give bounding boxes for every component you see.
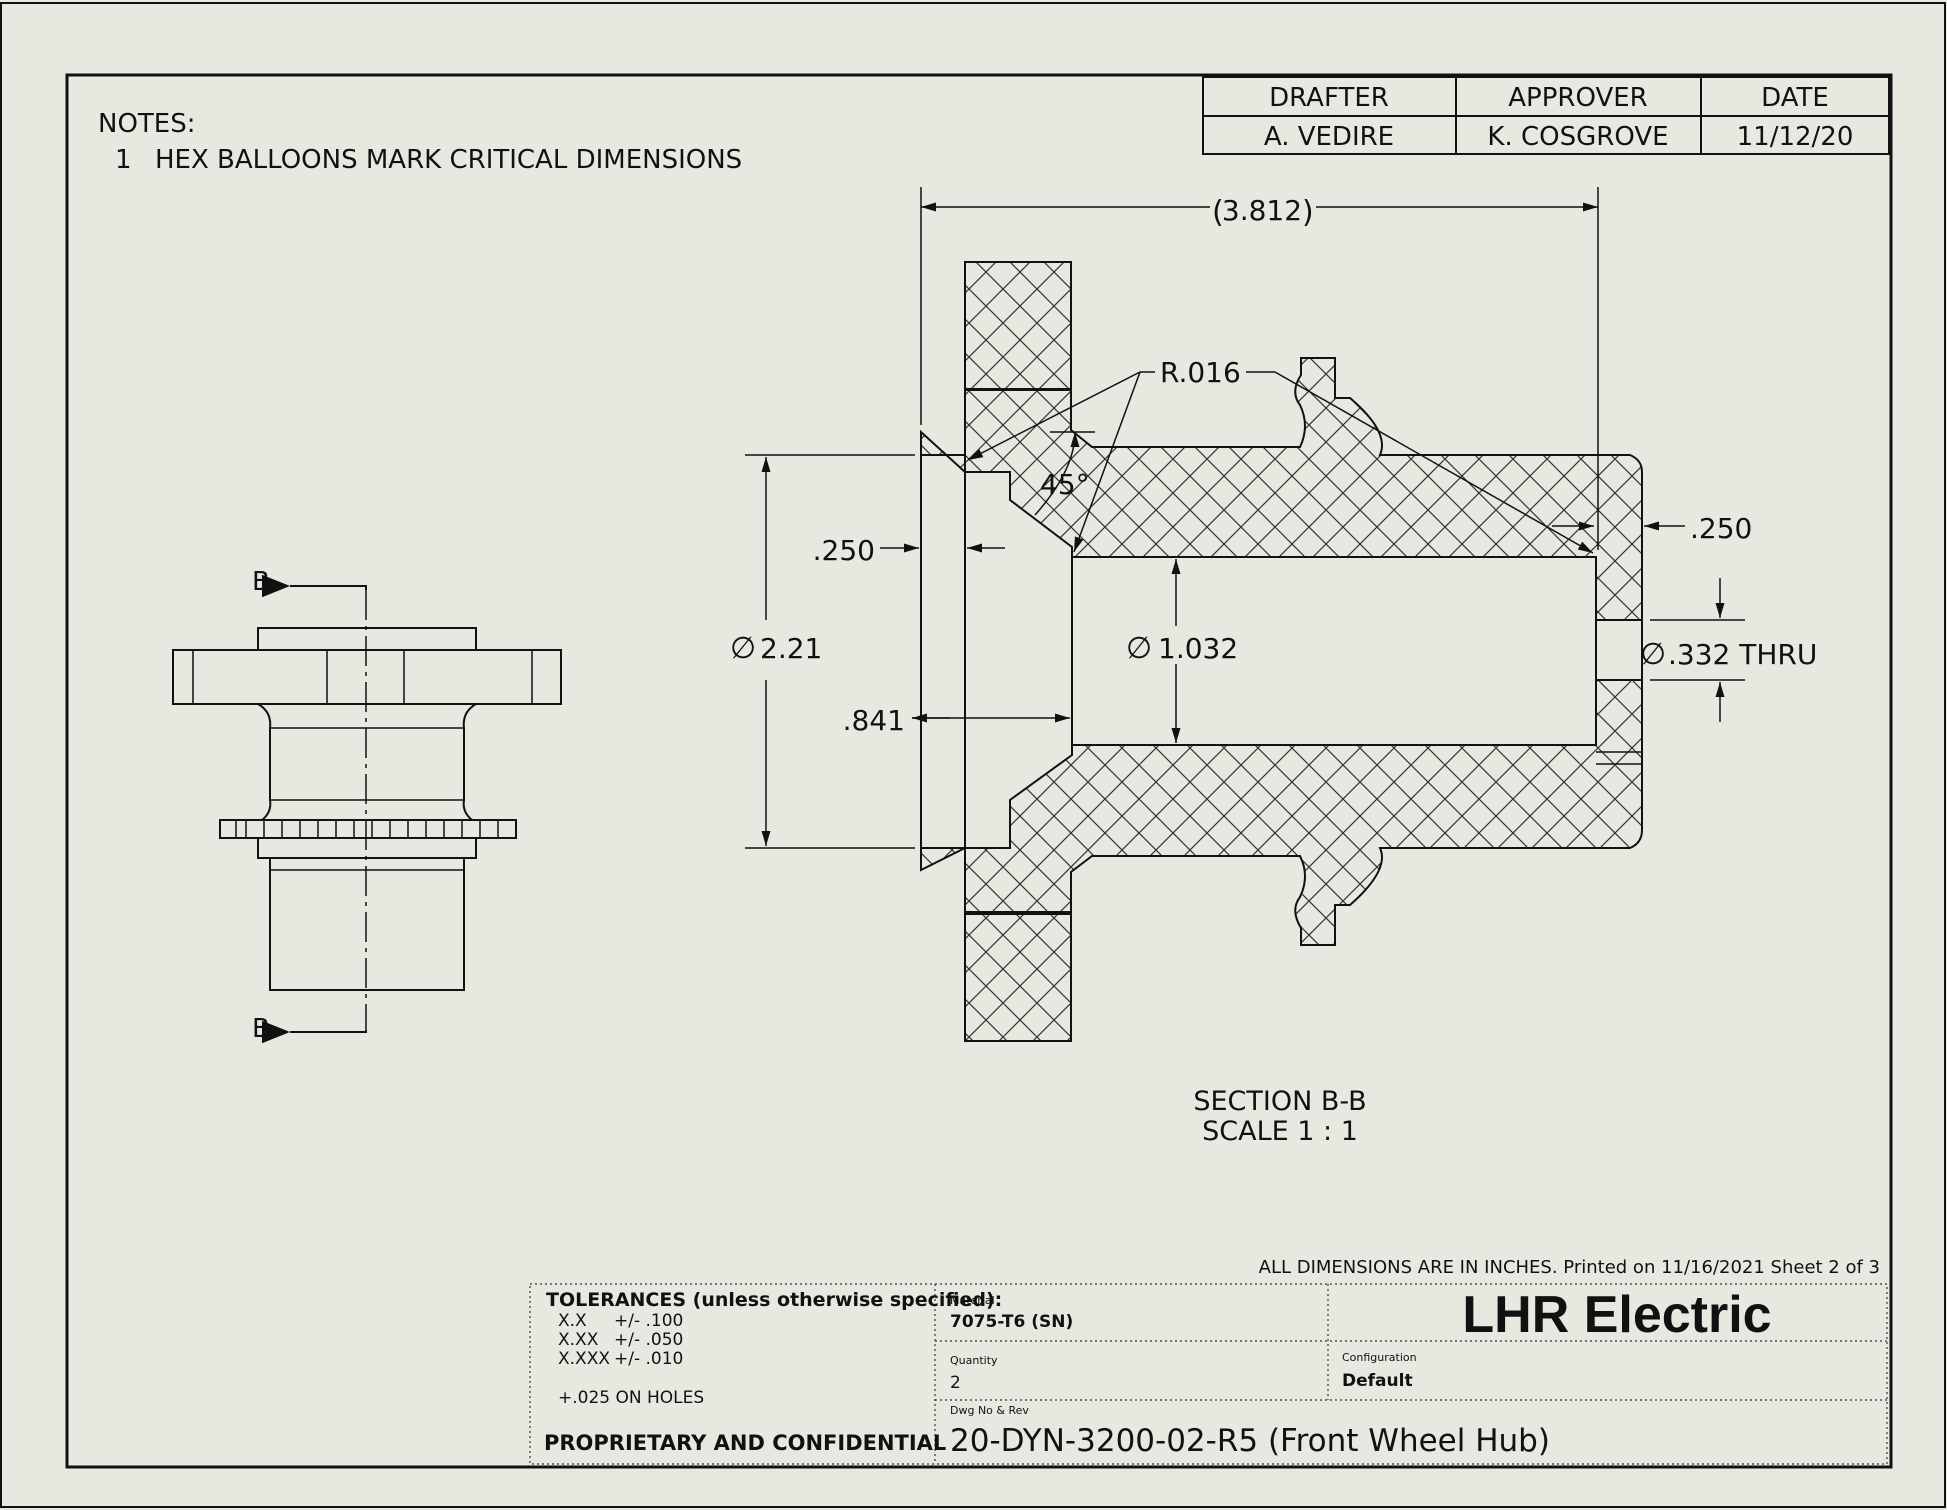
dwg-label: Dwg No & Rev [950, 1404, 1029, 1417]
section-view: ( 3.812 ) R.016 45° .250 .250 ∅ 2.21 ∅ [730, 187, 1817, 1147]
dwg-number: 20-DYN-3200-02-R5 (Front Wheel Hub) [950, 1423, 1550, 1459]
section-letter-bottom: B [252, 1014, 270, 1044]
quantity-label: Quantity [950, 1354, 998, 1367]
side-view: B B [172, 567, 562, 1044]
material-value: 7075-T6 (SN) [950, 1312, 1073, 1332]
svg-text:): ) [1302, 195, 1314, 230]
tolerance-value-2: +/- .050 [614, 1330, 683, 1350]
tolerance-value-1: +/- .100 [614, 1311, 683, 1331]
tolerance-label-3: X.XXX [558, 1349, 610, 1369]
section-view-scale: SCALE 1 : 1 [1202, 1116, 1358, 1147]
configuration-label: Configuration [1342, 1351, 1417, 1364]
section-view-title: SECTION B-B [1193, 1086, 1366, 1117]
svg-text:(: ( [1212, 195, 1224, 230]
svg-text:∅: ∅ [730, 631, 756, 666]
title-block: ALL DIMENSIONS ARE IN INCHES. Printed on… [529, 1257, 1888, 1465]
dim-left-wall: .250 [813, 534, 875, 567]
hole-tolerance: +.025 ON HOLES [558, 1388, 704, 1408]
title-info-line: ALL DIMENSIONS ARE IN INCHES. Printed on… [1259, 1257, 1880, 1278]
hub-section-lower [920, 679, 1643, 946]
svg-text:∅: ∅ [1640, 637, 1666, 672]
dim-outer-diameter: 2.21 [760, 632, 822, 665]
approver-value: K. COSGROVE [1487, 122, 1668, 152]
note-text: HEX BALLOONS MARK CRITICAL DIMENSIONS [155, 145, 742, 175]
tolerance-value-3: +/- .010 [614, 1349, 683, 1369]
drawing-frame [65, 73, 1893, 1469]
configuration-value: Default [1342, 1371, 1413, 1391]
tolerances-title: TOLERANCES (unless otherwise specified): [546, 1289, 1002, 1311]
dim-chamfer-angle: 45° [1040, 468, 1090, 501]
dim-bore-diameter: 1.032 [1158, 632, 1238, 665]
hub-section-upper [920, 357, 1643, 621]
date-value: 11/12/20 [1737, 122, 1854, 152]
svg-text:∅: ∅ [1126, 631, 1152, 666]
date-header: DATE [1761, 83, 1829, 113]
notes: NOTES: 1 HEX BALLOONS MARK CRITICAL DIME… [98, 109, 742, 175]
bore [1071, 556, 1597, 746]
dim-fillet-radius: R.016 [1160, 356, 1241, 389]
section-letter-top: B [252, 567, 270, 597]
tolerance-label-1: X.X [558, 1311, 587, 1331]
signoff-table: DRAFTER APPROVER DATE A. VEDIRE K. COSGR… [1202, 76, 1890, 155]
drafter-value: A. VEDIRE [1264, 122, 1394, 152]
dim-overall-length: 3.812 [1222, 194, 1302, 227]
company-name: LHR Electric [1462, 1286, 1771, 1344]
dim-counterbore-depth: .841 [843, 704, 905, 737]
note-number: 1 [115, 145, 132, 175]
drafter-header: DRAFTER [1269, 83, 1389, 113]
quantity-value: 2 [950, 1373, 961, 1393]
dim-right-wall: .250 [1690, 512, 1752, 545]
material-label: Material [950, 1294, 995, 1307]
notes-heading: NOTES: [98, 109, 196, 139]
dim-through-hole: .332 THRU [1668, 638, 1817, 671]
proprietary-notice: PROPRIETARY AND CONFIDENTIAL [544, 1431, 946, 1455]
approver-header: APPROVER [1508, 83, 1648, 113]
tolerance-label-2: X.XX [558, 1330, 599, 1350]
